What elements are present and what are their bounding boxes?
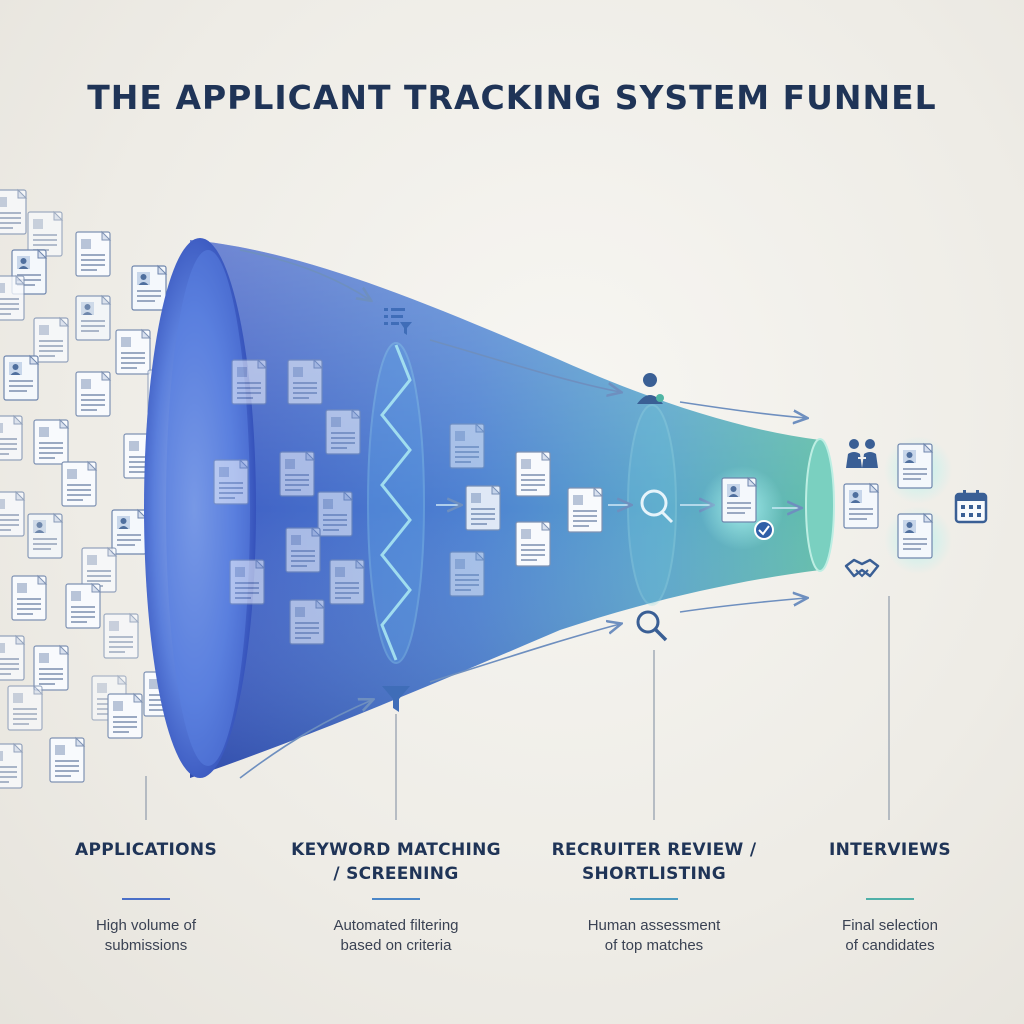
stage-applications: APPLICATIONS High volume of submissions	[46, 838, 246, 954]
flow-arrows	[239, 249, 806, 779]
stage-accent-bar	[630, 898, 678, 900]
approved-resume-icon	[700, 466, 784, 550]
stage-title: KEYWORD MATCHING	[291, 840, 501, 860]
stage-description-line: High volume of	[95, 917, 197, 934]
list-filter-icon	[384, 308, 412, 335]
stage-title-line-2: SHORTLISTING	[582, 864, 726, 884]
stage-title: INTERVIEWS	[829, 840, 951, 860]
stage-title: RECRUITER REVIEW /	[551, 840, 757, 860]
stage-description-line: Automated filtering	[333, 917, 459, 934]
stage-description-line: based on criteria	[340, 937, 452, 954]
calendar-icon	[954, 490, 988, 524]
magnifier-icon	[640, 489, 674, 524]
stage-recruiter-review: RECRUITER REVIEW / SHORTLISTING Human as…	[534, 838, 774, 954]
stage-accent-bar	[866, 898, 914, 900]
team-icon	[846, 439, 878, 468]
stage-description-line: of top matches	[604, 937, 704, 954]
stage-description-line: Human assessment	[587, 917, 721, 934]
stage-title: APPLICATIONS	[75, 840, 217, 860]
stage-title-line-2: / SCREENING	[333, 864, 459, 884]
stage-keyword-screening: KEYWORD MATCHING / SCREENING Automated f…	[276, 838, 516, 954]
stage-description: Human assessment of top matches	[534, 916, 774, 956]
stage-accent-bar	[372, 898, 420, 900]
page-title: THE APPLICANT TRACKING SYSTEM FUNNEL	[87, 78, 937, 117]
handshake-icon	[844, 558, 880, 578]
stage-description-line: submissions	[104, 937, 188, 954]
funnel-exit	[805, 438, 835, 572]
stage-accent-bar	[122, 898, 170, 900]
stage-description-line: Final selection	[842, 917, 938, 934]
recruiter-icon	[637, 373, 664, 404]
review-band	[627, 404, 677, 606]
final-candidates	[843, 436, 952, 574]
stage-interviews: INTERVIEWS Final selection of candidates	[790, 838, 990, 954]
search-icon	[636, 610, 668, 642]
stage-description: High volume of submissions	[46, 916, 246, 956]
stage-description: Final selection of candidates	[790, 916, 990, 956]
stage-connectors	[145, 596, 890, 820]
stage-description-line: of candidates	[845, 937, 935, 954]
stage-description: Automated filtering based on criteria	[276, 916, 516, 956]
funnel-filter-icon	[382, 686, 410, 712]
